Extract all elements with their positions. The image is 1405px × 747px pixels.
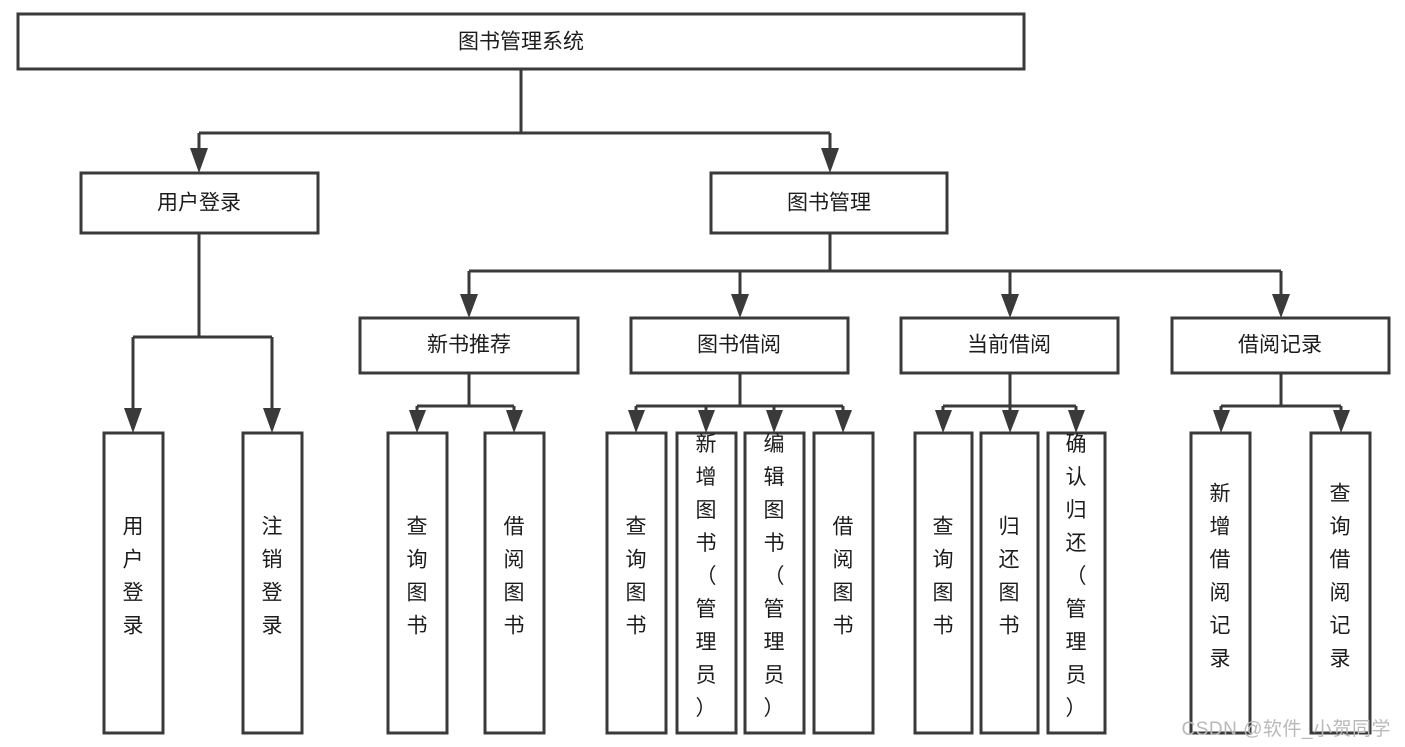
- node-borrow-record[interactable]: 借阅记录: [1170, 316, 1391, 375]
- user-login-box[interactable]: [79, 171, 320, 235]
- leaf-query-book-1-label: 查询图书: [407, 516, 428, 638]
- leaf-edit-book-label: 编辑图书（管理员）: [764, 433, 785, 720]
- leaf-add-book-label: 新增图书（管理员）: [696, 433, 717, 720]
- leaf-borrow-book-2-label: 借阅图书: [833, 516, 854, 638]
- leaf-query-record-label: 查询借阅记录: [1330, 483, 1351, 671]
- borrow-record-box[interactable]: [1170, 316, 1391, 375]
- book-manage-label: 图书管理: [787, 192, 871, 215]
- arrow-to-leaf-borrow-book-1: [506, 410, 523, 433]
- arrow-to-leaf-user-login: [124, 408, 142, 433]
- leaf-query-book-3-box[interactable]: [913, 431, 974, 735]
- leaf-logout-box[interactable]: [241, 431, 304, 735]
- leaf-user-login-label: 用户登录: [123, 516, 144, 638]
- connector-layer: [124, 69, 1350, 433]
- leaf-borrow-book-1-box[interactable]: [483, 431, 546, 735]
- leaf-query-record-box[interactable]: [1309, 431, 1372, 735]
- leaf-node-logout[interactable]: 注销登录: [241, 431, 304, 735]
- user-login-label: 用户登录: [157, 192, 241, 215]
- arrow-to-leaf-add-book: [698, 410, 715, 433]
- arrow-to-leaf-return-book: [1002, 410, 1019, 433]
- leaf-node-user-login[interactable]: 用户登录: [102, 431, 165, 735]
- arrow-root-to-user-login: [190, 148, 208, 173]
- arrow-to-leaf-confirm-return: [1068, 410, 1085, 433]
- leaf-query-book-2-box[interactable]: [605, 431, 668, 735]
- root-label: 图书管理系统: [458, 31, 584, 54]
- leaf-node-query-book-2[interactable]: 查询图书: [605, 431, 668, 735]
- leaf-node-borrow-book-1[interactable]: 借阅图书: [483, 431, 546, 735]
- node-book-manage[interactable]: 图书管理: [709, 171, 949, 235]
- leaf-confirm-return-label: 确认归还（管理员）: [1066, 433, 1087, 720]
- leaf-add-book-box[interactable]: [675, 431, 738, 735]
- leaf-user-login-box[interactable]: [102, 431, 165, 735]
- leaf-borrow-book-2-box[interactable]: [812, 431, 875, 735]
- leaf-edit-book-box[interactable]: [743, 431, 806, 735]
- arrow-to-leaf-query-book-1: [409, 410, 426, 433]
- leaf-borrow-book-1-label: 借阅图书: [504, 516, 525, 638]
- root-box[interactable]: [16, 12, 1026, 71]
- leaf-node-add-book[interactable]: 新增图书（管理员）: [675, 431, 738, 735]
- current-borrow-label: 当前借阅: [967, 334, 1051, 357]
- leaf-node-query-book-3[interactable]: 查询图书: [913, 431, 974, 735]
- leaf-add-record-label: 新增借阅记录: [1210, 483, 1231, 671]
- leaf-node-query-record[interactable]: 查询借阅记录: [1309, 431, 1372, 735]
- arrow-to-book-borrow: [731, 294, 749, 318]
- leaf-query-book-1-box[interactable]: [386, 431, 449, 735]
- arrow-to-leaf-query-record: [1333, 410, 1350, 433]
- book-borrow-label: 图书借阅: [697, 334, 781, 357]
- arrow-to-leaf-query-book-3: [935, 410, 952, 433]
- book-manage-box[interactable]: [709, 171, 949, 235]
- current-borrow-box[interactable]: [899, 316, 1120, 375]
- node-user-login[interactable]: 用户登录: [79, 171, 320, 235]
- arrow-to-leaf-logout: [263, 408, 281, 433]
- book-borrow-box[interactable]: [629, 316, 850, 375]
- leaf-query-book-2-label: 查询图书: [626, 516, 647, 638]
- leaf-return-book-box[interactable]: [979, 431, 1040, 735]
- arrow-to-current-borrow: [1001, 294, 1019, 318]
- leaf-node-edit-book[interactable]: 编辑图书（管理员）: [743, 431, 806, 735]
- watermark: CSDN @软件_小贺同学: [1181, 719, 1391, 740]
- arrow-to-leaf-edit-book: [766, 410, 783, 433]
- node-new-book-recommend[interactable]: 新书推荐: [358, 316, 580, 375]
- node-current-borrow[interactable]: 当前借阅: [899, 316, 1120, 375]
- leaf-node-confirm-return[interactable]: 确认归还（管理员）: [1046, 431, 1107, 735]
- node-root[interactable]: 图书管理系统: [16, 12, 1026, 71]
- arrow-root-to-book-manage: [821, 148, 839, 173]
- arrow-to-leaf-borrow-book-2: [835, 410, 852, 433]
- leaf-logout-label: 注销登录: [262, 516, 283, 638]
- node-book-borrow[interactable]: 图书借阅: [629, 316, 850, 375]
- leaf-node-query-book-1[interactable]: 查询图书: [386, 431, 449, 735]
- arrow-to-leaf-add-record: [1213, 410, 1230, 433]
- leaf-node-borrow-book-2[interactable]: 借阅图书: [812, 431, 875, 735]
- leaf-node-add-record[interactable]: 新增借阅记录: [1189, 431, 1252, 735]
- leaf-confirm-return-box[interactable]: [1046, 431, 1107, 735]
- leaf-return-book-label: 归还图书: [999, 516, 1020, 638]
- leaf-query-book-3-label: 查询图书: [933, 516, 954, 638]
- borrow-record-label: 借阅记录: [1238, 334, 1322, 357]
- arrow-to-new-book-recommend: [460, 294, 478, 318]
- arrow-to-borrow-record: [1272, 294, 1290, 318]
- arrow-to-leaf-query-book-2: [628, 410, 645, 433]
- new-book-recommend-label: 新书推荐: [427, 334, 511, 357]
- leaf-node-return-book[interactable]: 归还图书: [979, 431, 1040, 735]
- new-book-recommend-box[interactable]: [358, 316, 580, 375]
- leaf-add-record-box[interactable]: [1189, 431, 1252, 735]
